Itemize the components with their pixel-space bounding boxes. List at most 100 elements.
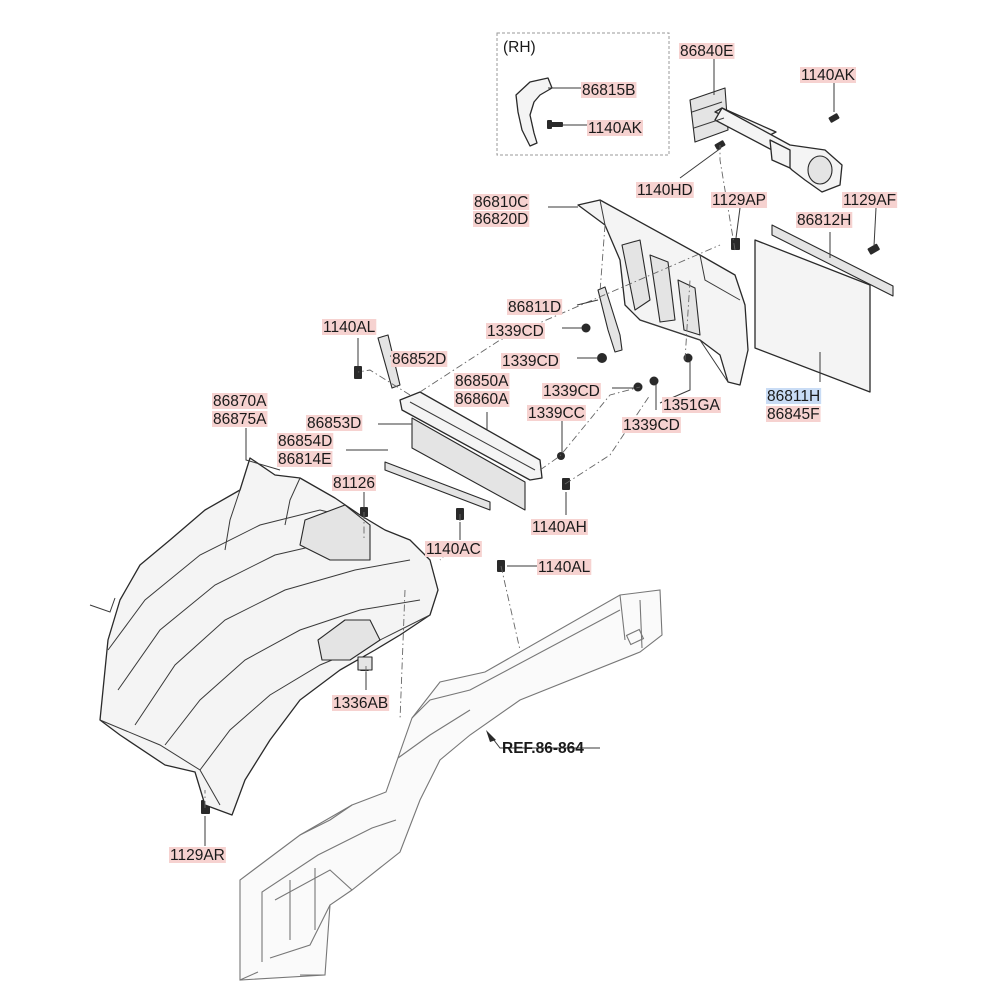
callout-86853d[interactable]: 86853D [306, 415, 363, 432]
callout-highlight [473, 194, 530, 210]
callout-highlight [711, 192, 768, 208]
leader-lines [204, 56, 877, 846]
rh-bracket-86815b [515, 77, 553, 147]
callout-86812h[interactable]: 86812H [796, 212, 853, 229]
callout-1339cc[interactable]: 1339CC [527, 405, 586, 422]
hanger-bracket-86840e [689, 87, 843, 193]
callout-text: 1339CD [487, 323, 544, 340]
callout-highlight [501, 353, 560, 369]
frame-rail-reference [239, 589, 663, 981]
wheel-guard-86870a [89, 457, 439, 816]
callout-text: 1140AK [801, 67, 856, 84]
callout-81126[interactable]: 81126 [332, 475, 376, 492]
callout-text: 86870A [213, 393, 267, 410]
callout-highlight [322, 319, 377, 335]
callout-highlight [332, 475, 376, 491]
callout-86860a[interactable]: 86860A [454, 391, 510, 408]
callout-highlight [169, 847, 226, 863]
callout-highlight [587, 120, 644, 136]
callout-86875a[interactable]: 86875A [212, 411, 268, 428]
callout-text: 86854D [278, 433, 332, 450]
callout-text: 86860A [455, 391, 509, 408]
callout-86850a[interactable]: 86850A [454, 373, 510, 390]
callout-text: 81126 [333, 475, 375, 492]
callout-1339cd[interactable]: 1339CD [486, 323, 545, 340]
callout-text: 1339CD [623, 417, 680, 434]
callout-highlight [537, 559, 592, 575]
callout-86854d[interactable]: 86854D [277, 433, 334, 450]
callout-highlight [507, 299, 563, 315]
callout-text: 1140AH [532, 519, 587, 536]
callout-86815b[interactable]: 86815B [581, 82, 637, 99]
callout-1140ak[interactable]: 1140AK [800, 67, 857, 84]
callout-text: 86840E [680, 43, 733, 60]
callout-86814e[interactable]: 86814E [277, 451, 333, 468]
callout-86811h[interactable]: 86811H [766, 388, 822, 405]
callout-highlight [306, 415, 363, 431]
callout-86810c[interactable]: 86810C [473, 194, 530, 211]
callout-1339cd[interactable]: 1339CD [622, 417, 681, 434]
callout-86845f[interactable]: 86845F [766, 406, 821, 423]
callout-highlight [766, 388, 822, 404]
mudguard-bracket-86810c [577, 199, 749, 386]
plate-86854d [384, 461, 491, 511]
callout-1140ac[interactable]: 1140AC [425, 541, 482, 558]
callout-1140ak[interactable]: 1140AK [587, 120, 644, 137]
bolt-1140al-upper [354, 366, 362, 379]
callout-highlight [486, 323, 545, 339]
callout-text: 86811H [767, 388, 820, 405]
callout-1339cd[interactable]: 1339CD [501, 353, 560, 370]
callout-highlight [277, 451, 333, 467]
callout-86870a[interactable]: 86870A [212, 393, 268, 410]
callout-highlight [581, 82, 637, 98]
callout-1129ar[interactable]: 1129AR [169, 847, 226, 864]
callout-highlight [473, 211, 530, 227]
reference-label: REF.86-864 [502, 740, 584, 757]
callout-text: 86815B [582, 82, 635, 99]
callout-text: 86810C [474, 194, 528, 211]
callout-86840e[interactable]: 86840E [679, 43, 735, 60]
callout-text: 86875A [213, 411, 267, 428]
callout-highlight [766, 406, 821, 422]
rh-bolt-1140ak [547, 120, 563, 129]
callout-86811d[interactable]: 86811D [507, 299, 563, 316]
callout-text: 1351GA [663, 397, 721, 414]
nuts [557, 323, 693, 460]
callout-highlight [391, 351, 448, 367]
callout-highlight [842, 192, 898, 208]
callout-text: 1140AL [538, 559, 591, 576]
mud-flap-86811h [754, 239, 871, 393]
callout-1140hd[interactable]: 1140HD [636, 182, 694, 199]
callout-highlight [527, 405, 586, 421]
callout-1336ab[interactable]: 1336AB [332, 695, 390, 712]
bracket-86852d [377, 334, 401, 389]
callout-1129ap[interactable]: 1129AP [711, 192, 768, 209]
callout-text: 1140AL [323, 319, 376, 336]
bolt-1129ap [731, 238, 740, 250]
callout-text: 1140HD [637, 182, 693, 199]
callout-highlight [277, 433, 334, 449]
callout-text: 1339CD [543, 383, 600, 400]
rh-variant-box [496, 32, 670, 156]
callout-text: 86845F [767, 406, 820, 423]
callout-1129af[interactable]: 1129AF [842, 192, 898, 209]
bolt-1140ak-right [828, 113, 840, 123]
callout-text: 86853D [307, 415, 361, 432]
callout-text: 1129AR [170, 847, 225, 864]
callout-text: 1129AP [712, 192, 766, 209]
callout-highlight [542, 383, 601, 399]
rh-variant-label: (RH) [503, 39, 536, 56]
callout-text: 1140AC [426, 541, 481, 558]
bolt-1129af [867, 243, 880, 255]
callout-86820d[interactable]: 86820D [473, 211, 530, 228]
callout-highlight [662, 397, 721, 413]
callout-1351ga[interactable]: 1351GA [662, 397, 721, 414]
callout-1140al[interactable]: 1140AL [322, 319, 377, 336]
callout-86852d[interactable]: 86852D [391, 351, 448, 368]
callout-1140al[interactable]: 1140AL [537, 559, 592, 576]
callout-1140ah[interactable]: 1140AH [531, 519, 588, 536]
callout-highlight [332, 695, 390, 711]
callout-1339cd[interactable]: 1339CD [542, 383, 601, 400]
